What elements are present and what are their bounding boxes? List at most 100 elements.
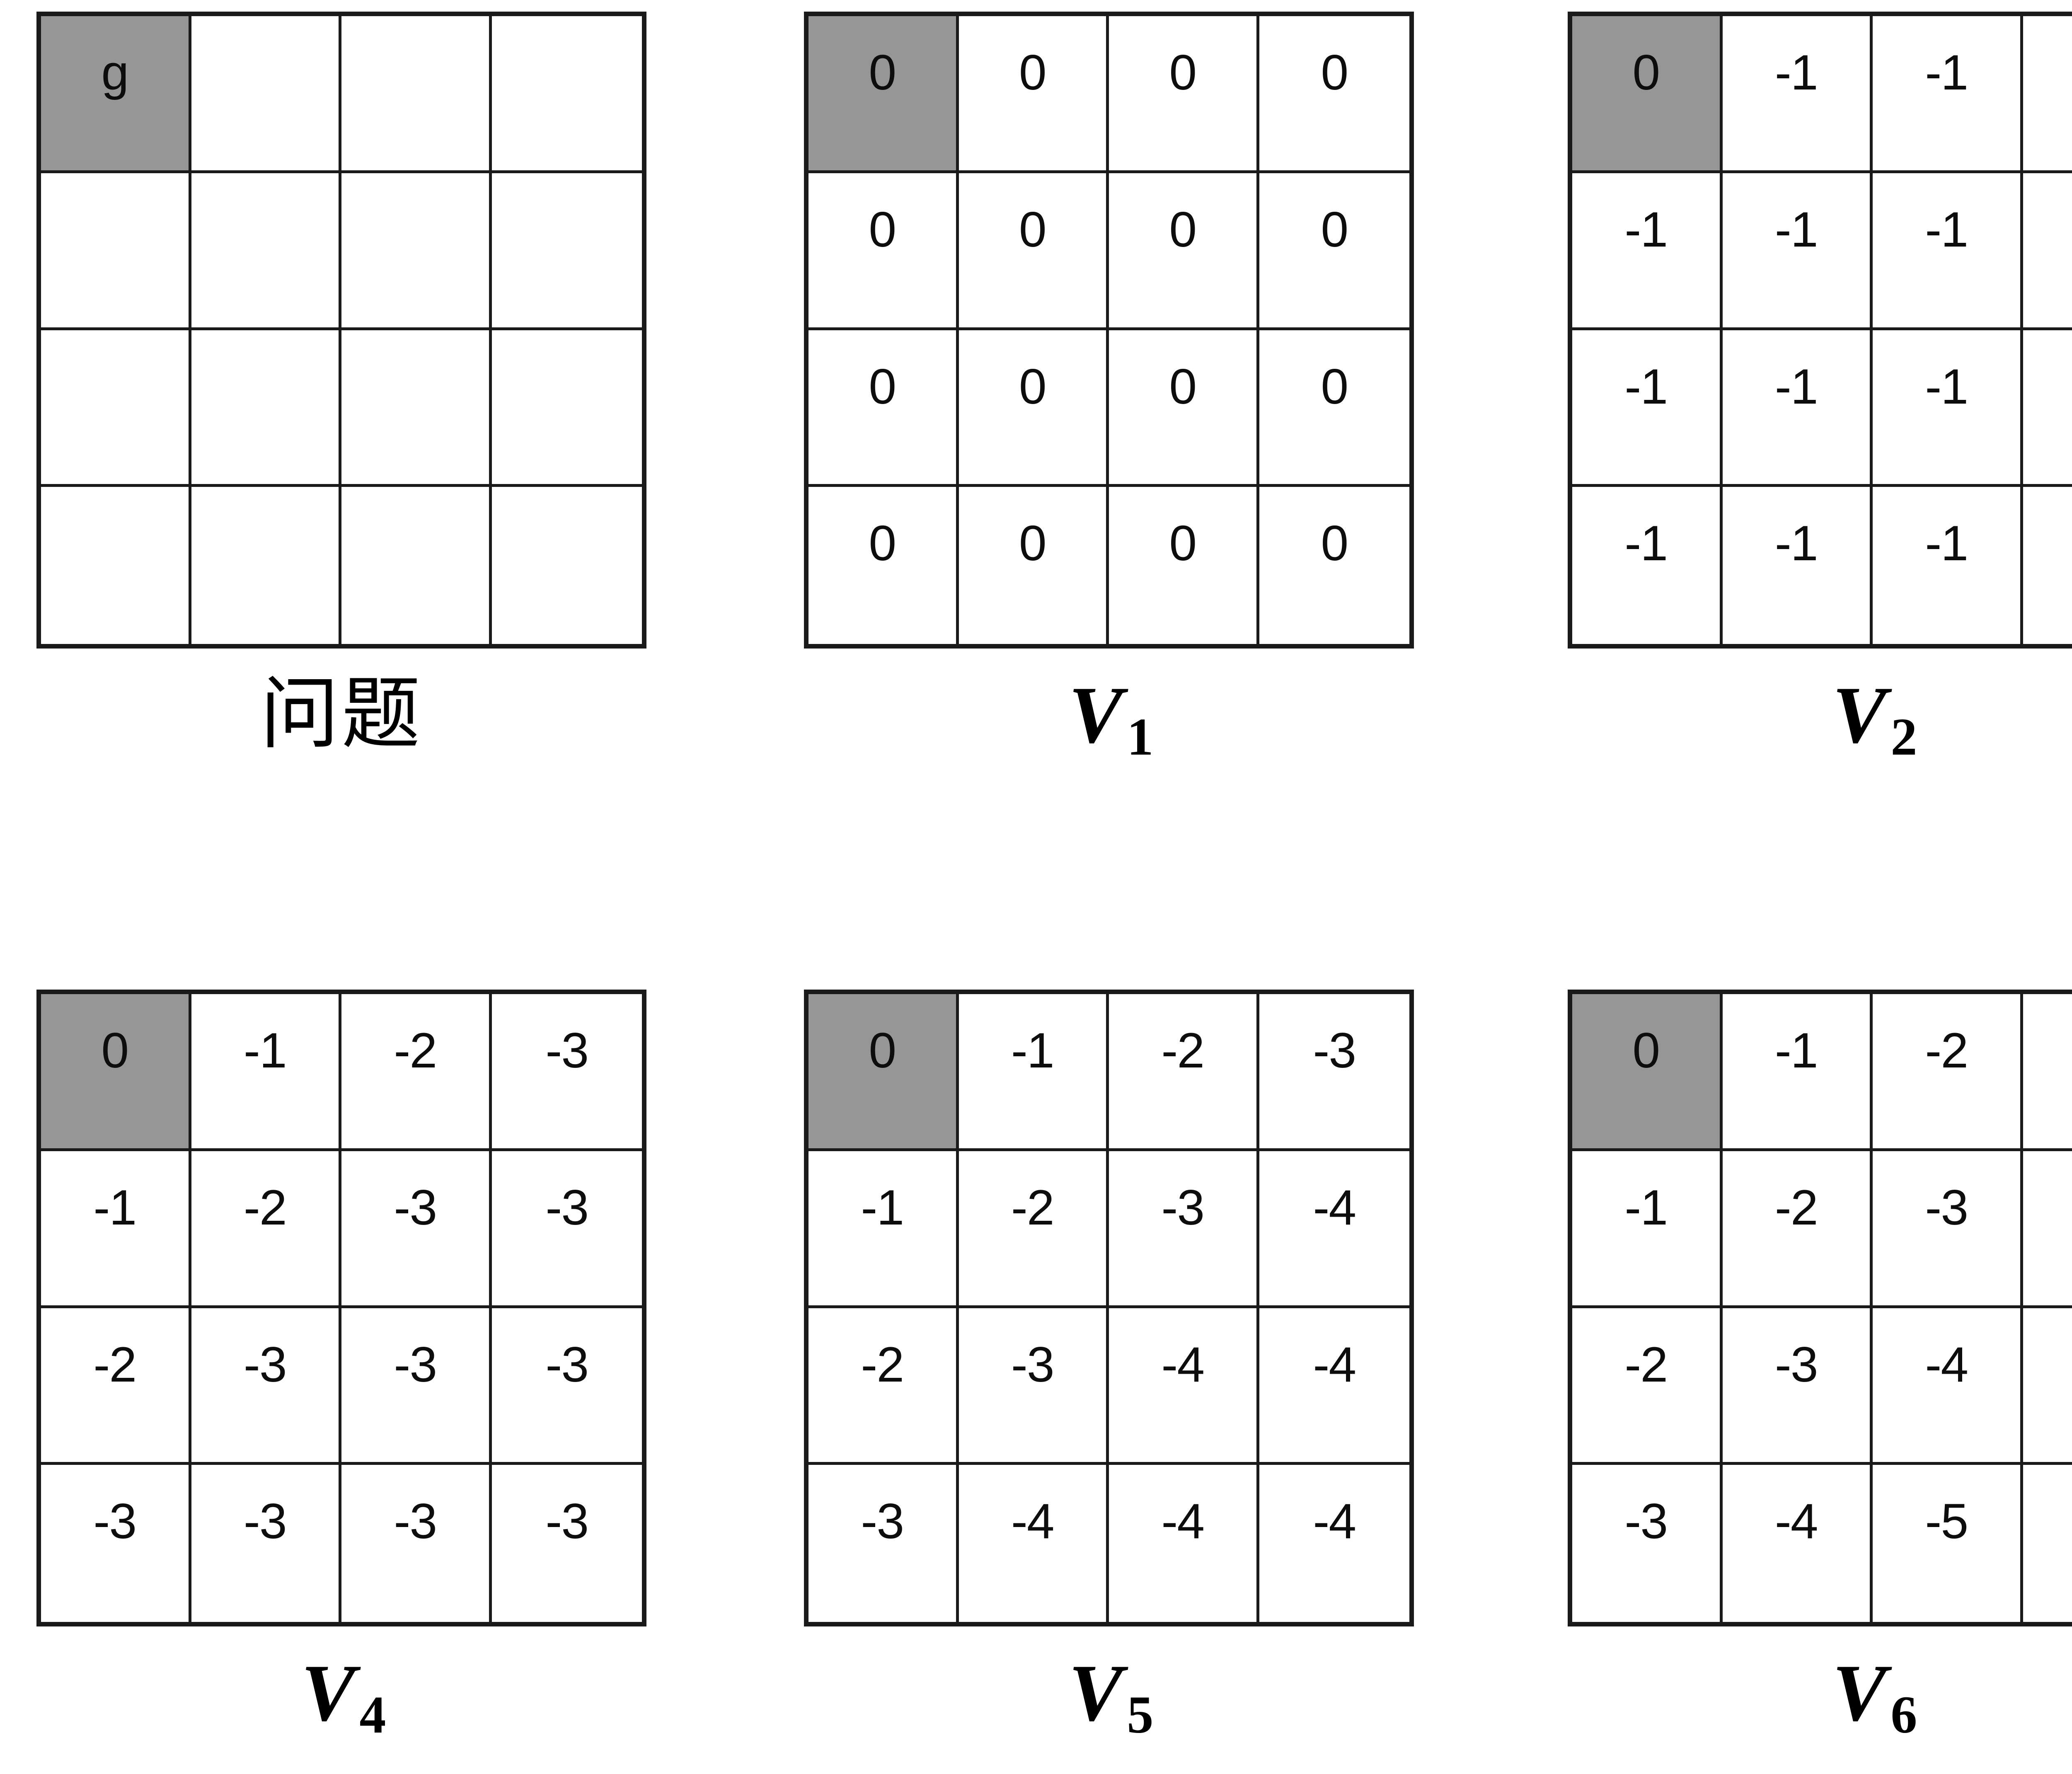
grid-cell: -3 (2023, 994, 2072, 1151)
panel-v2: 0-1-1-1-1-1-1-1-1-1-1-1-1-1-1-1V2 (1568, 12, 2072, 763)
caption-subscript: 6 (1890, 1685, 1917, 1745)
goal-cell: 0 (1572, 16, 1723, 173)
grid-cell: -1 (191, 994, 341, 1151)
grid-cell (491, 173, 642, 330)
grid-cell: -2 (1873, 994, 2023, 1151)
grid-cell: -1 (2023, 16, 2072, 173)
caption-symbol: V (1832, 670, 1887, 760)
grid-cell (41, 173, 191, 330)
grid-cell: -1 (2023, 487, 2072, 644)
grid-cell (41, 330, 191, 487)
grid-cell: -1 (1572, 487, 1723, 644)
grid-cell: -4 (1259, 1151, 1409, 1308)
grid-cell: -2 (959, 1151, 1109, 1308)
grid-cell: 0 (959, 173, 1109, 330)
grid-cell: -1 (1873, 173, 2023, 330)
panel-v6: 0-1-2-3-1-2-3-4-2-3-4-5-3-4-5-5V6 (1568, 990, 2072, 1741)
grid-cell: -3 (1259, 994, 1409, 1151)
grid-cell: 0 (1109, 173, 1259, 330)
grid-cell: -3 (491, 1151, 642, 1308)
grid-cell: 0 (1259, 487, 1409, 644)
grid-cell (341, 16, 492, 173)
grid-cell: -3 (491, 1308, 642, 1465)
grid-cell: 0 (808, 330, 959, 487)
grid-cell: -1 (41, 1151, 191, 1308)
caption-symbol: V (1068, 670, 1123, 760)
grid-cell: -2 (341, 994, 492, 1151)
grid-cell: -1 (1722, 330, 1873, 487)
grid-cell: -1 (1722, 173, 1873, 330)
grid-cell: -2 (1572, 1308, 1723, 1465)
panel-caption-v2: V2 (1568, 675, 2072, 764)
grid-cell: -4 (1109, 1465, 1259, 1622)
grid-cell: 0 (1259, 330, 1409, 487)
grid-cell (191, 16, 341, 173)
grid-cell: -4 (1109, 1308, 1259, 1465)
grid-cell (491, 16, 642, 173)
grid-cell: -4 (1259, 1465, 1409, 1622)
grid-cell: -4 (1259, 1308, 1409, 1465)
grid-cell: -3 (341, 1151, 492, 1308)
grid-cell (41, 487, 191, 644)
grid-cell: 0 (959, 487, 1109, 644)
grid-cell (341, 487, 492, 644)
goal-cell: g (41, 16, 191, 173)
grid-cell: -2 (41, 1308, 191, 1465)
grid-cell: 0 (1259, 16, 1409, 173)
caption-label: 问题 (260, 668, 423, 760)
value-grid-problem: g (36, 12, 646, 649)
grid-cell: -3 (341, 1308, 492, 1465)
grid-cell (341, 173, 492, 330)
grid-cell: -1 (2023, 330, 2072, 487)
goal-cell: 0 (1572, 994, 1723, 1151)
grid-cell: -3 (491, 994, 642, 1151)
grid-cell: -5 (1873, 1465, 2023, 1622)
grid-cell (341, 330, 492, 487)
grid-cell: 0 (1109, 487, 1259, 644)
grid-cell: -1 (2023, 173, 2072, 330)
grid-cell: -3 (191, 1308, 341, 1465)
value-grid-v2: 0-1-1-1-1-1-1-1-1-1-1-1-1-1-1-1 (1568, 12, 2072, 649)
grid-cell: -3 (1109, 1151, 1259, 1308)
grid-cell (491, 330, 642, 487)
grid-cell: -5 (2023, 1308, 2072, 1465)
panel-caption-v4: V4 (36, 1653, 646, 1742)
grid-cell: 0 (1109, 16, 1259, 173)
grid-cell (491, 487, 642, 644)
panel-caption-problem: 问题 (36, 675, 646, 753)
grid-cell: -1 (1722, 994, 1873, 1151)
grid-cell: -2 (1722, 1151, 1873, 1308)
grid-cell: -2 (808, 1308, 959, 1465)
grid-cell: 0 (808, 487, 959, 644)
grid-cell: 0 (1259, 173, 1409, 330)
caption-symbol: V (301, 1648, 356, 1738)
value-grid-v6: 0-1-2-3-1-2-3-4-2-3-4-5-3-4-5-5 (1568, 990, 2072, 1626)
grid-cell: -1 (1873, 330, 2023, 487)
grid-cell (191, 173, 341, 330)
grid-cell: -4 (1722, 1465, 1873, 1622)
grid-cell: -4 (1873, 1308, 2023, 1465)
grid-cell: -4 (2023, 1151, 2072, 1308)
caption-subscript: 2 (1890, 707, 1917, 767)
grid-cell: -2 (1109, 994, 1259, 1151)
caption-symbol: V (1832, 1648, 1887, 1738)
grid-cell: -1 (1873, 16, 2023, 173)
grid-cell: -1 (959, 994, 1109, 1151)
caption-subscript: 5 (1127, 1685, 1154, 1745)
panel-caption-v1: V1 (804, 675, 1414, 764)
grid-cell: -2 (191, 1151, 341, 1308)
panel-caption-v5: V5 (804, 1653, 1414, 1742)
grid-cell: -4 (959, 1465, 1109, 1622)
goal-cell: 0 (808, 16, 959, 173)
grid-cell: -3 (808, 1465, 959, 1622)
goal-cell: 0 (808, 994, 959, 1151)
goal-cell: 0 (41, 994, 191, 1151)
grid-cell: -1 (1572, 173, 1723, 330)
grid-cell: 0 (808, 173, 959, 330)
caption-subscript: 1 (1127, 707, 1154, 767)
grid-cell: 0 (1109, 330, 1259, 487)
grid-cell: -1 (808, 1151, 959, 1308)
